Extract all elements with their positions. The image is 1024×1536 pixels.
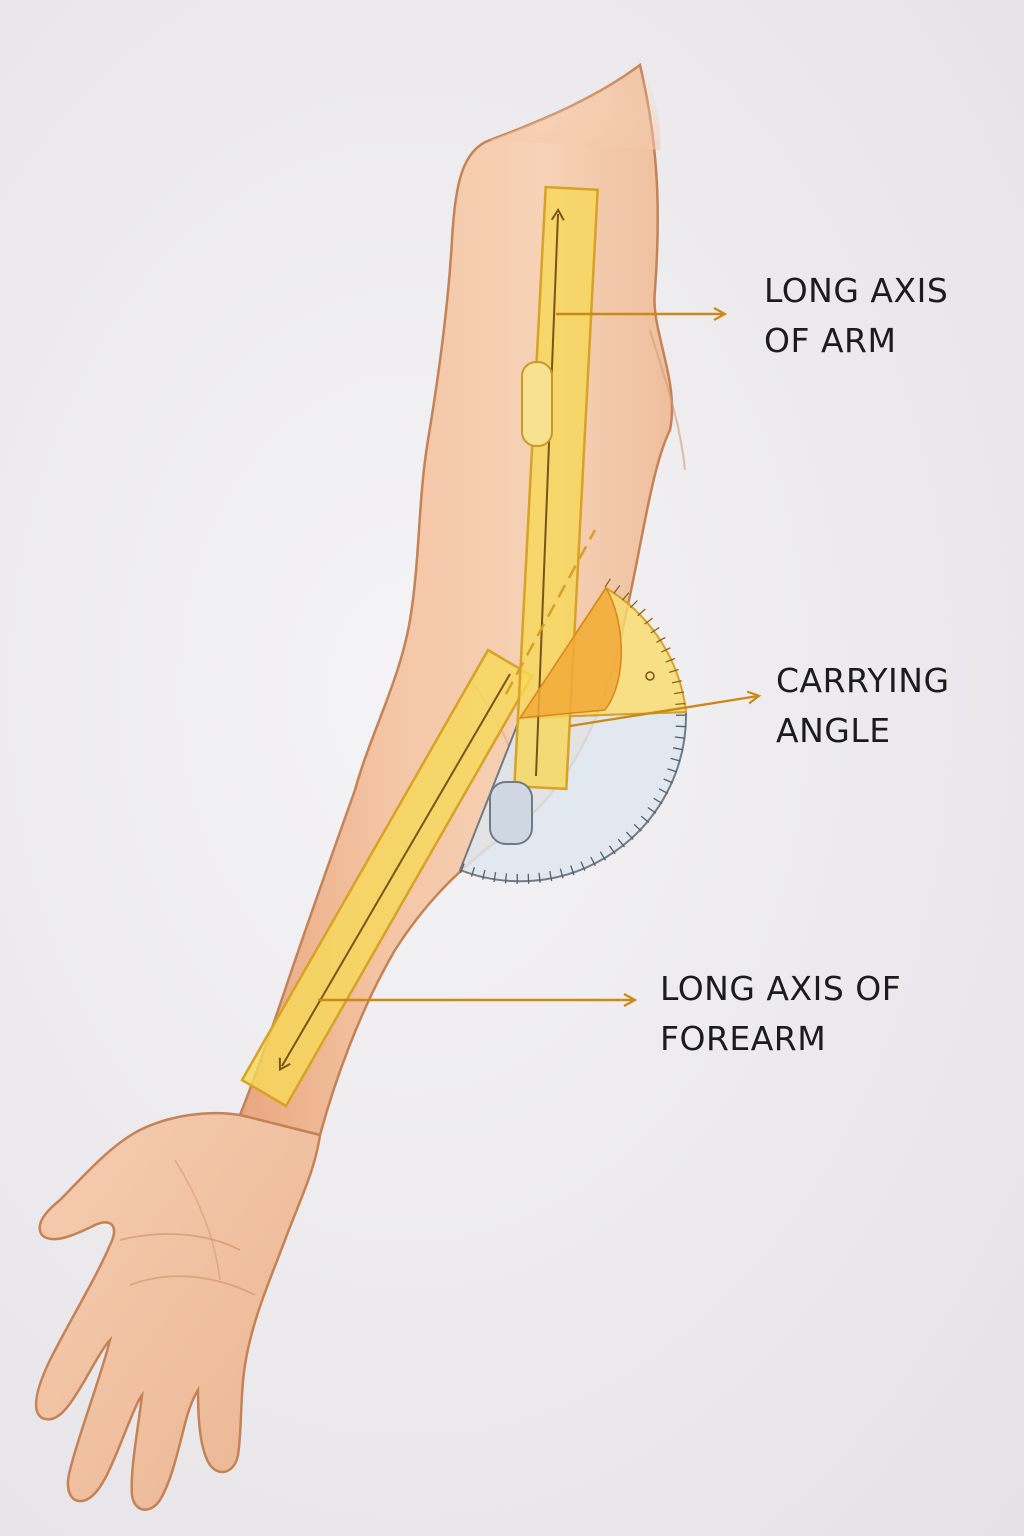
protractor-tick <box>669 668 679 674</box>
protractor-tick <box>640 815 650 824</box>
protractor-tick <box>604 578 611 588</box>
label-long-axis-of-arm: LONG AXIS OF ARM <box>764 266 948 366</box>
label-line: OF ARM <box>764 321 897 360</box>
shoulder-fade <box>490 60 661 150</box>
protractor-tick <box>625 831 634 840</box>
protractor-tick <box>608 845 616 855</box>
protractor-tick <box>493 871 497 883</box>
protractor-tick <box>670 757 681 762</box>
protractor-tick <box>650 627 660 634</box>
palm-crease-3 <box>174 1159 221 1281</box>
goniometer-pivot <box>489 781 533 845</box>
protractor-tick <box>629 600 638 609</box>
protractor-tick <box>667 768 678 773</box>
palm-crease-1 <box>119 1233 241 1251</box>
protractor-tick <box>647 806 657 814</box>
protractor-tick <box>672 747 684 751</box>
label-line: LONG AXIS <box>764 271 949 310</box>
protractor-pivot-mark <box>645 671 655 681</box>
protractor-tick <box>675 702 686 706</box>
protractor-tick <box>637 608 646 617</box>
goniometer-upper-arm <box>513 185 599 791</box>
protractor-tick <box>671 680 682 684</box>
protractor-tick <box>674 736 685 739</box>
protractor-tick <box>599 851 607 861</box>
protractor-tick <box>470 867 476 877</box>
armpit-contour <box>649 329 686 471</box>
protractor-tick <box>656 636 666 643</box>
protractor-tick <box>673 691 685 695</box>
label-carrying-angle: CARRYING ANGLE <box>776 656 950 756</box>
label-line: CARRYING <box>776 661 950 700</box>
protractor-tick <box>504 873 508 884</box>
protractor-tick <box>621 592 630 601</box>
hand-shape <box>34 1111 322 1511</box>
protractor-ticks <box>459 578 687 885</box>
carrying-angle-wedge <box>518 586 622 719</box>
palm-crease-2 <box>129 1275 256 1296</box>
protractor-tick <box>549 870 553 882</box>
protractor-tick <box>527 873 530 884</box>
protractor-tick <box>559 868 564 879</box>
protractor-tick <box>633 823 642 832</box>
protractor-tick <box>538 872 541 883</box>
upper-arm-slot <box>521 361 553 447</box>
label-long-axis-of-forearm: LONG AXIS OF FOREARM <box>660 964 901 1064</box>
label-line: FOREARM <box>660 1019 827 1058</box>
extended-forearm-axis <box>504 529 597 695</box>
leader-arrow-angle <box>569 696 758 728</box>
protractor-tick <box>613 585 621 594</box>
protractor-tick <box>590 856 596 867</box>
protractor-tick <box>482 869 486 880</box>
protractor-tick <box>661 647 671 653</box>
protractor-tick <box>459 863 465 874</box>
protractor-tick <box>617 838 626 848</box>
protractor-tick <box>653 797 663 805</box>
protractor-tick <box>570 865 575 876</box>
protractor-tick <box>675 725 686 728</box>
label-line: LONG AXIS OF <box>660 969 902 1008</box>
protractor-tick <box>665 657 676 663</box>
protractor-tick <box>580 861 586 872</box>
protractor-tick <box>658 788 669 794</box>
protractor-tick <box>663 778 674 784</box>
label-line: ANGLE <box>776 711 891 750</box>
protractor-tick <box>644 617 653 625</box>
